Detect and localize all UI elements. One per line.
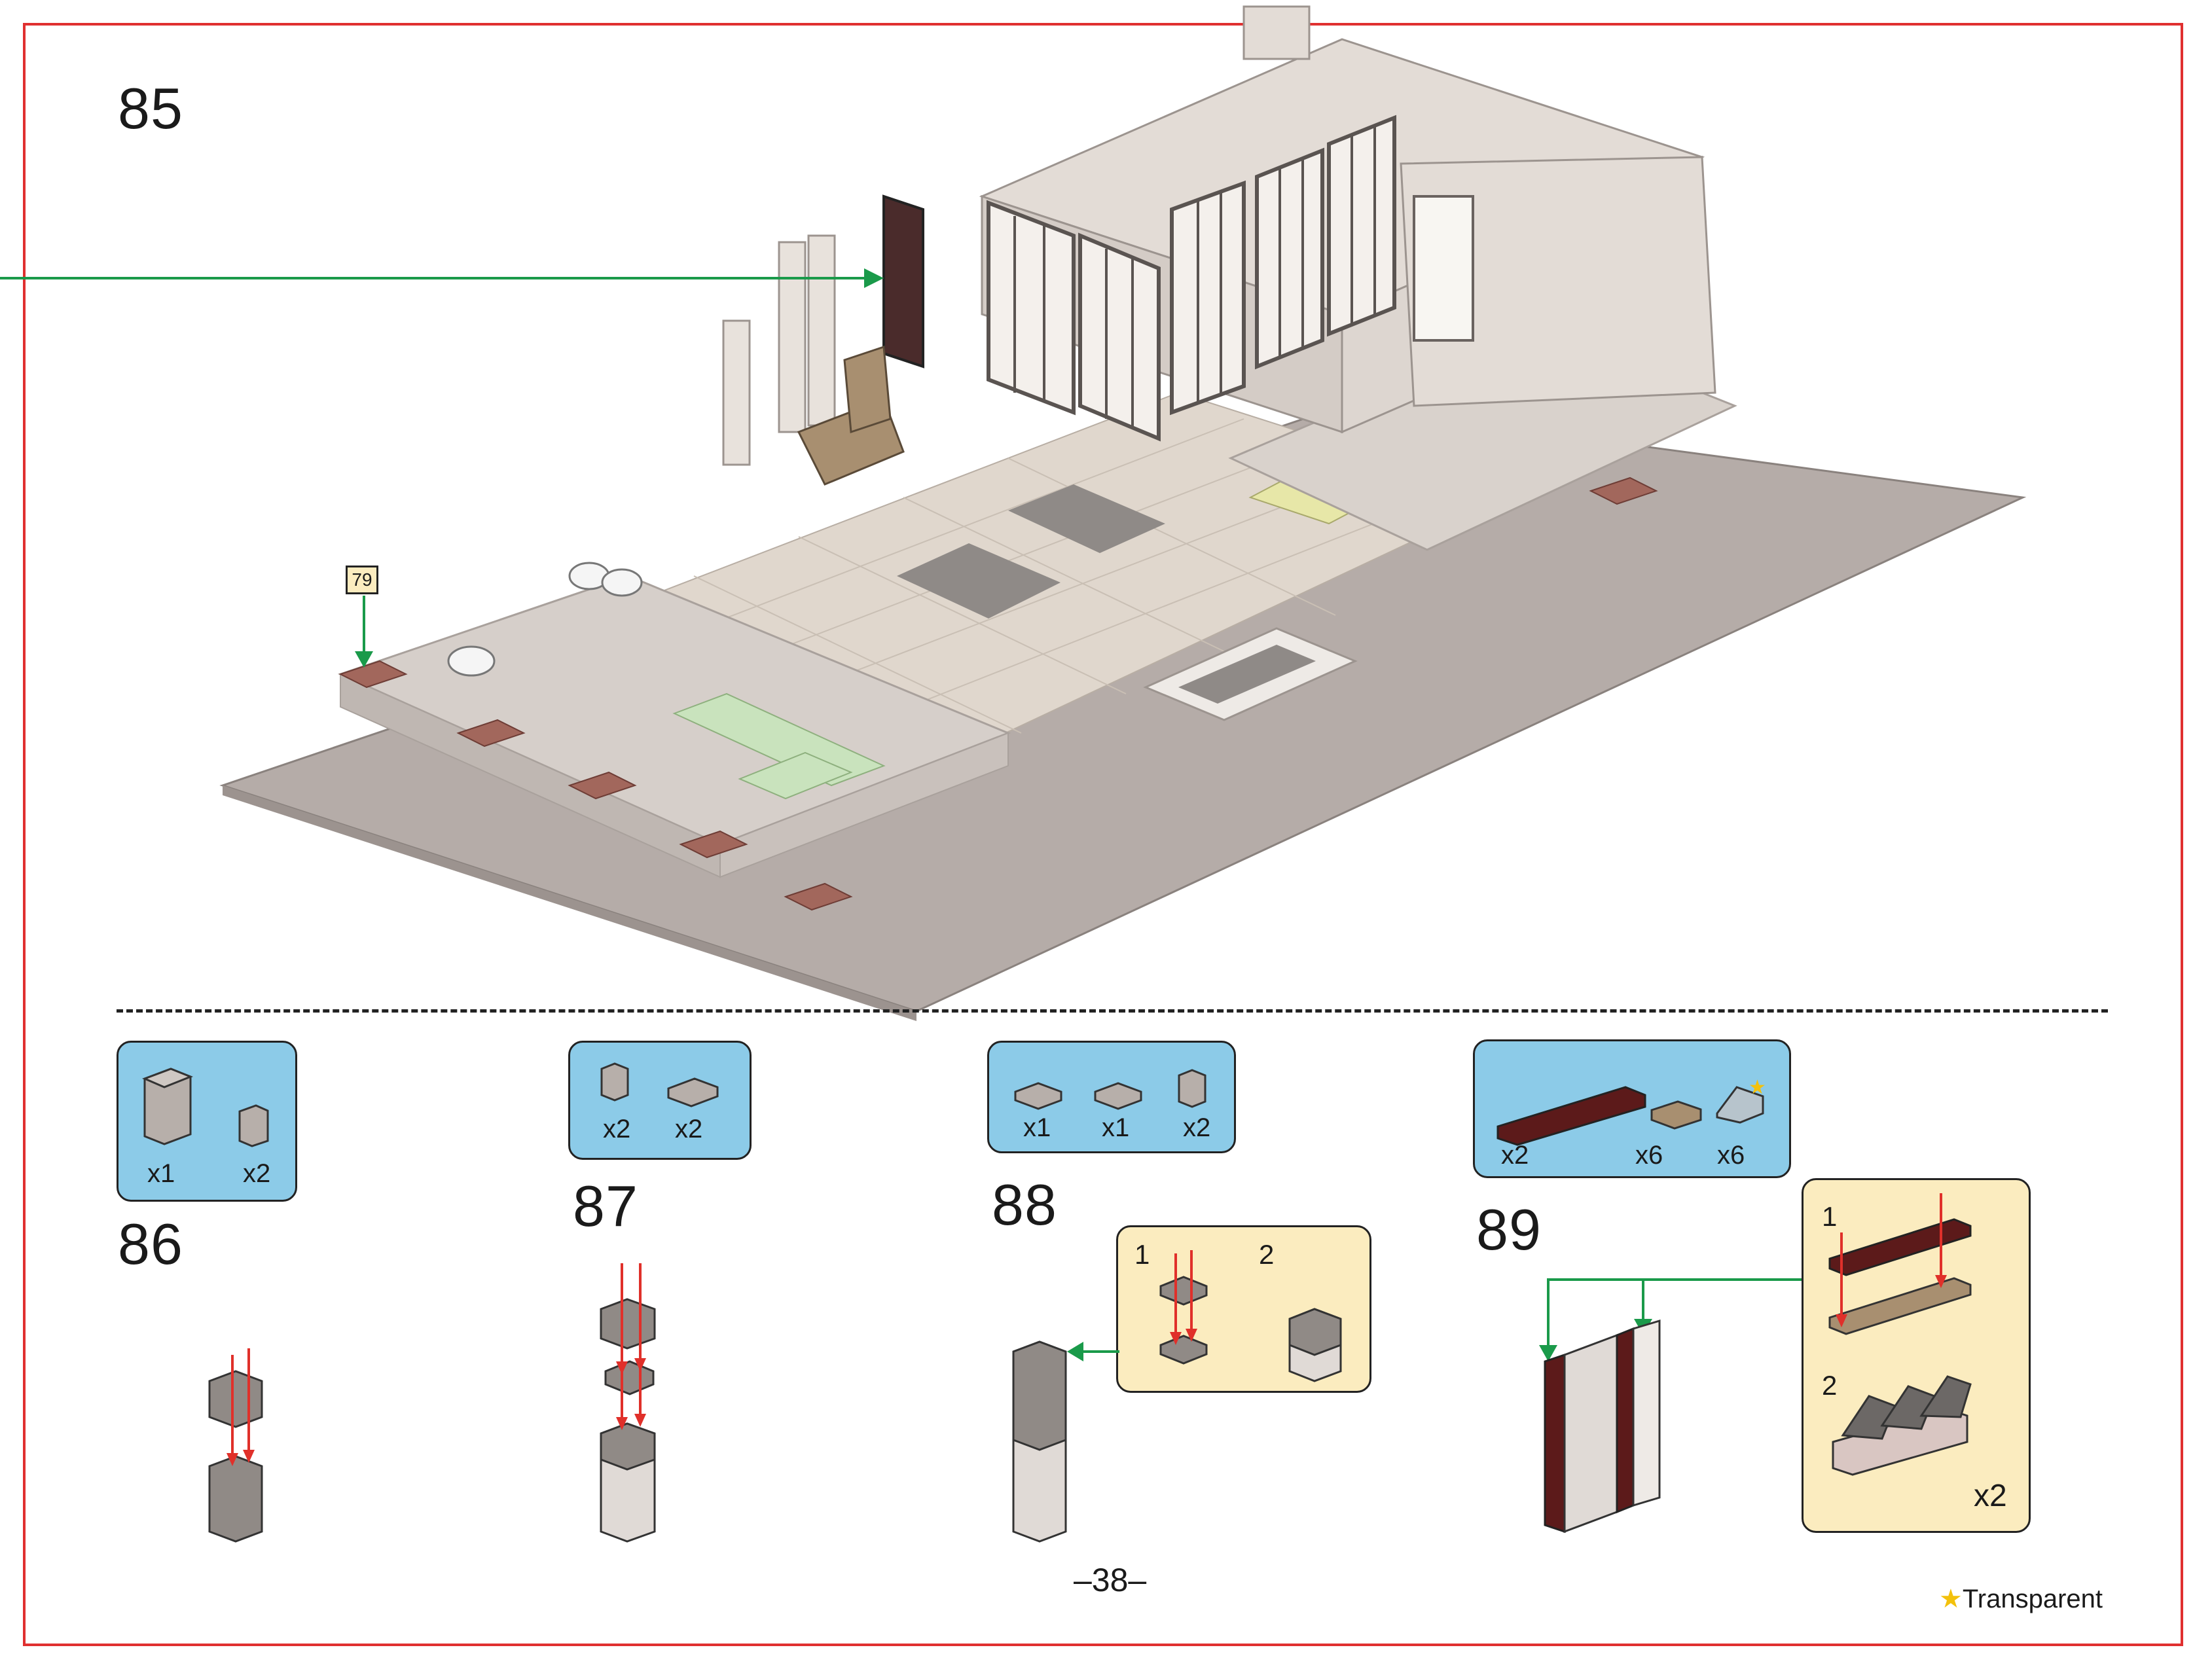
substep-89-1: 1 [1822,1201,1838,1232]
qty-89-1: x2 [1501,1141,1529,1170]
parts-86-illustrations [141,1068,269,1147]
main-model-illustration [0,5,2027,1021]
parts-box-86: x1 x2 [117,1041,297,1202]
legend-label: Transparent [1962,1585,2103,1613]
step-number-86: 86 [118,1212,183,1276]
substep-box-88: 1 2 [1116,1225,1371,1393]
parts-box-88: x1 x1 x2 [987,1041,1236,1153]
parts-88-illustrations [1014,1069,1206,1110]
step-number-88: 88 [992,1172,1057,1237]
step-89-illustration [1539,1278,1802,1534]
step-87-illustration [600,1263,656,1543]
section-divider [117,1009,2108,1013]
substep-89-multiplier: x2 [1974,1479,2007,1513]
qty-89-3: x6 [1717,1141,1745,1170]
parts-89-illustrations: ★ [1496,1076,1766,1146]
star-icon: ★ [1939,1585,1963,1613]
step-88-illustration [1012,1340,1119,1543]
page-frame [23,23,2183,1646]
qty-88-3: x2 [1183,1113,1211,1142]
qty-86-1: x1 [147,1159,175,1188]
step-number-87: 87 [573,1174,638,1238]
qty-88-1: x1 [1023,1113,1051,1142]
qty-88-2: x1 [1102,1113,1130,1142]
step-number-85: 85 [118,76,183,141]
svg-text:★: ★ [1749,1076,1766,1099]
page-number: –38– [1074,1562,1147,1598]
step-86-illustration [208,1348,263,1543]
reference-callout-79: 79 [346,566,378,594]
qty-87-1: x2 [603,1115,631,1143]
parts-87-illustrations [600,1062,719,1107]
qty-86-2: x2 [243,1159,271,1188]
qty-87-2: x2 [675,1115,703,1143]
parts-box-87: x2 x2 [568,1041,752,1160]
substep-89-2: 2 [1822,1370,1838,1401]
step-number-89: 89 [1476,1197,1542,1262]
transparent-legend: ★Transparent [1939,1584,2103,1614]
substep-box-89: 1 2 x2 [1802,1178,2031,1533]
parts-box-89: ★ x2 x6 x6 [1473,1039,1791,1178]
substep-88-1: 1 [1134,1239,1150,1270]
substep-88-illustrations [1159,1250,1342,1382]
substep-89-illustrations [1828,1193,1972,1476]
substep-88-2: 2 [1259,1239,1275,1270]
qty-89-2: x6 [1635,1141,1663,1170]
